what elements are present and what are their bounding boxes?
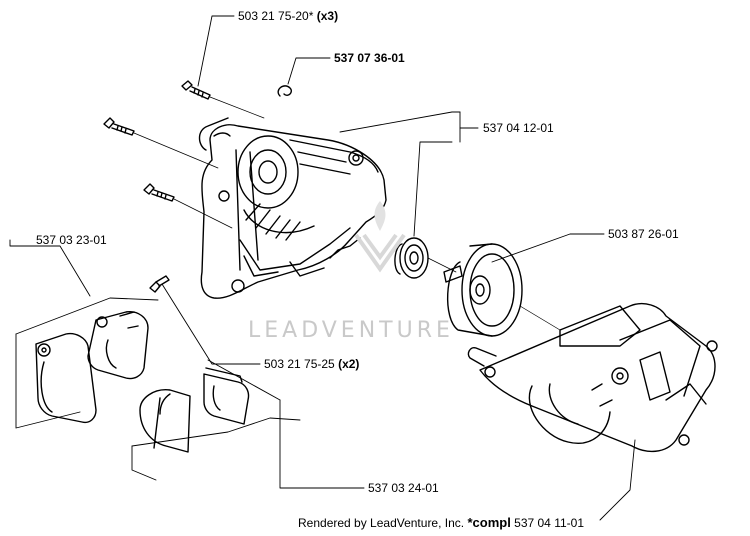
- screw-top: [181, 80, 265, 119]
- bearing: [394, 237, 457, 279]
- cover-half-outer: [35, 332, 97, 424]
- callout-screw-x2: 503 21 75-25 (x2): [264, 357, 359, 371]
- screw-left-lower: [143, 183, 233, 229]
- clutch-shoe-1: [139, 389, 191, 453]
- callout-part-number: 537 04 12-01: [483, 121, 554, 135]
- screw-small: [149, 275, 170, 293]
- callout-clutch-drum: 503 87 26-01: [608, 227, 679, 241]
- callout-part-number: 503 21 75-20*: [238, 9, 314, 23]
- callout-part-number: 537 03 23-01: [36, 233, 107, 247]
- callout-clip: 537 07 36-01: [334, 51, 405, 65]
- clutch-drum: [443, 243, 561, 337]
- retaining-clip: [277, 85, 293, 97]
- watermark-text: LEADVENTURE: [248, 318, 454, 343]
- bracket-outline-left: [15, 297, 159, 429]
- callout-screw-x3: 503 21 75-20* (x3): [238, 9, 338, 23]
- callout-part-number: 537 03 24-01: [368, 481, 439, 495]
- footer-compl-label: *compl: [467, 515, 511, 530]
- callout-quantity: (x2): [338, 357, 360, 371]
- bracket-outline-shoes: [131, 417, 301, 481]
- callout-part-number: 503 87 26-01: [608, 227, 679, 241]
- footer-rendered-by: Rendered by LeadVenture, Inc.: [298, 516, 465, 530]
- callout-part-number: 537 07 36-01: [334, 51, 405, 65]
- clutch-cover-assembly: [467, 302, 718, 453]
- clutch-shoe-2: [203, 367, 250, 425]
- footer-compl-part: 537 04 11-01: [514, 516, 584, 530]
- clutch-housing: [198, 117, 387, 299]
- callout-cover-left: 537 03 23-01: [36, 233, 107, 247]
- leader-lines: [9, 15, 636, 521]
- callout-part-number: 503 21 75-25: [264, 357, 335, 371]
- watermark-logo-icon: [354, 201, 406, 273]
- callout-quantity: (x3): [316, 9, 339, 23]
- cover-half-inner: [87, 311, 149, 380]
- callout-housing: 537 04 12-01: [483, 121, 554, 135]
- footer: Rendered by LeadVenture, Inc. *compl 537…: [298, 515, 584, 530]
- callout-shoes: 537 03 24-01: [368, 481, 439, 495]
- screw-left-upper: [103, 117, 219, 169]
